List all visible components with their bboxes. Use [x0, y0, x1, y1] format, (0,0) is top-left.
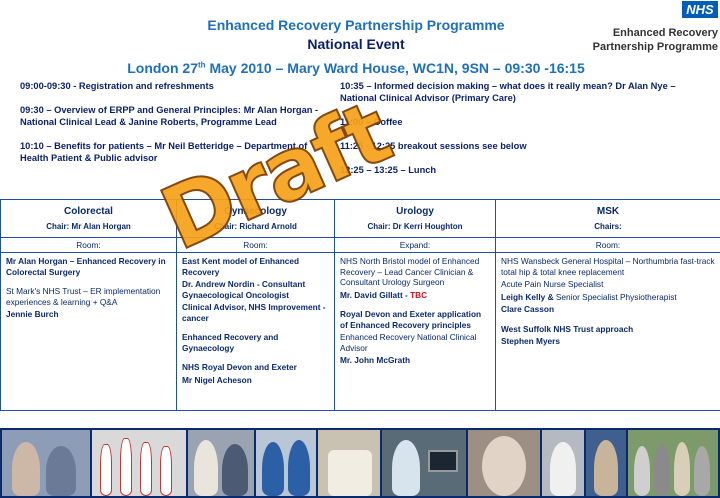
- schedule-item: 11:25 - 12:25 breakout sessions see belo…: [340, 141, 527, 151]
- photo-elderly-couple: [2, 430, 90, 496]
- photo-group-outdoors: [628, 430, 718, 496]
- column-header-gynaecology: Gynaecology Chair: Richard Arnold: [176, 199, 335, 238]
- table-header-row: Colorectal Chair: Mr Alan Horgan Gynaeco…: [0, 199, 720, 238]
- tbc-label: TBC: [410, 289, 428, 300]
- event-title: National Event: [307, 36, 405, 52]
- schedule-item: 11:00 – Coffee: [340, 117, 403, 127]
- photo-presenter: [586, 430, 626, 496]
- photo-patient-bed: [318, 430, 380, 496]
- photo-strip: [0, 428, 720, 498]
- photo-doctor-computer: [382, 430, 466, 496]
- nhs-logo: NHS: [682, 1, 718, 18]
- column-header-colorectal: Colorectal Chair: Mr Alan Horgan: [0, 199, 177, 238]
- room-cell: Room:: [495, 237, 720, 253]
- programme-logo-text: Enhanced Recovery Partnership Programme: [592, 27, 718, 53]
- room-row: Room: Room: Expand: Room:: [0, 237, 720, 253]
- schedule-item: 12:25 – 13:25 – Lunch: [340, 165, 437, 175]
- photo-patient-nurse: [542, 430, 584, 496]
- photo-clinicians-meeting: [188, 430, 254, 496]
- schedule-item: 09:30 – Overview of ERPP and General Pri…: [20, 105, 319, 127]
- msk-content: NHS Wansbeck General Hospital – Northumb…: [495, 252, 720, 411]
- gynaecology-content: East Kent model of Enhanced Recovery Dr.…: [176, 252, 335, 411]
- photo-nurses: [256, 430, 316, 496]
- schedule-item: 10:35 – Informed decision making – what …: [340, 81, 676, 103]
- column-header-msk: MSK Chairs:: [495, 199, 720, 238]
- photo-elderly-woman: [468, 430, 540, 496]
- colorectal-content: Mr Alan Horgan – Enhanced Recovery in Co…: [0, 252, 177, 411]
- urology-content: NHS North Bristol model of Enhanced Reco…: [334, 252, 496, 411]
- room-cell: Expand:: [334, 237, 496, 253]
- programme-title: Enhanced Recovery Partnership Programme: [207, 17, 505, 33]
- schedule-left: 09:00-09:30 - Registration and refreshme…: [20, 80, 326, 176]
- schedule-item: 09:00-09:30 - Registration and refreshme…: [20, 81, 214, 91]
- room-cell: Room:: [0, 237, 177, 253]
- page-header: Enhanced Recovery Partnership Programme …: [0, 0, 720, 80]
- schedule-right: 10:35 – Informed decision making – what …: [340, 80, 700, 188]
- breakout-sessions-table: Colorectal Chair: Mr Alan Horgan Gynaeco…: [0, 199, 720, 411]
- schedule-item: 10:10 – Benefits for patients – Mr Neil …: [20, 141, 308, 163]
- photo-bowling-pins: [92, 430, 186, 496]
- column-header-urology: Urology Chair: Dr Kerri Houghton: [334, 199, 496, 238]
- session-content-row: Mr Alan Horgan – Enhanced Recovery in Co…: [0, 252, 720, 411]
- event-location-line: London 27th May 2010 – Mary Ward House, …: [127, 60, 585, 76]
